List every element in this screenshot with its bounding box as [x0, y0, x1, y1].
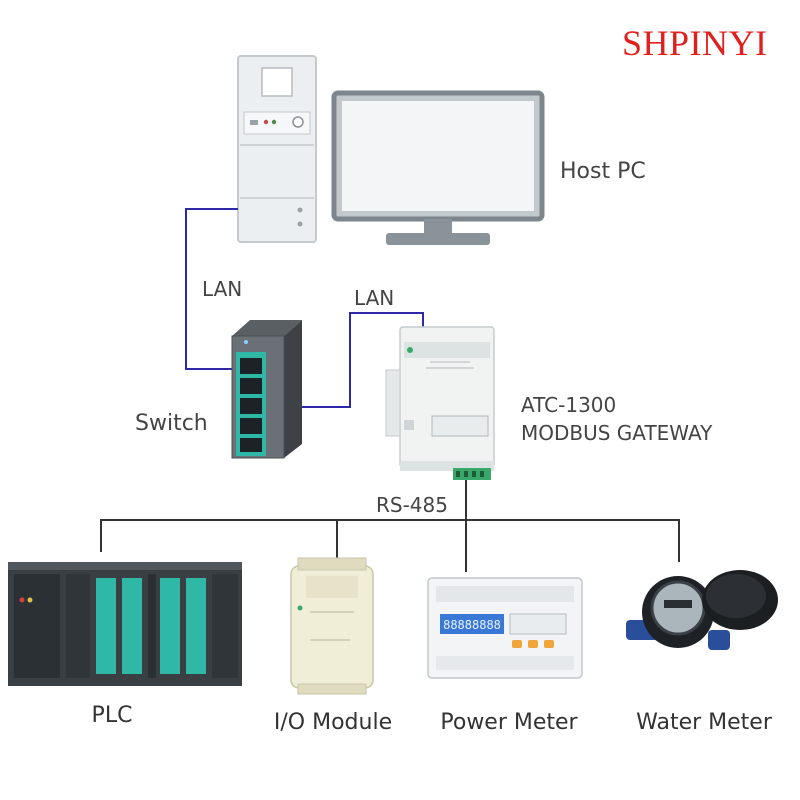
monitor-icon — [331, 90, 545, 245]
switch-device — [231, 320, 302, 459]
gateway-model-label: ATC-1300 — [521, 393, 616, 417]
meter-lcd-text: 88888888 — [443, 618, 501, 632]
gateway-device — [385, 326, 495, 480]
device-label-power-meter: Power Meter — [440, 710, 578, 735]
rs485-bus — [100, 480, 680, 572]
pc-tower — [237, 55, 317, 243]
plc-device — [8, 562, 242, 686]
brand-watermark: SHPINYI — [622, 23, 768, 63]
host-pc-label: Host PC — [560, 159, 646, 184]
water-meter-device — [626, 570, 778, 650]
switch-label: Switch — [135, 411, 208, 436]
device-label-io-module: I/O Module — [274, 710, 392, 735]
lan-label-right: LAN — [354, 286, 394, 310]
io-module-device — [290, 557, 374, 695]
rs485-label: RS-485 — [376, 493, 448, 517]
power-meter-device: 88888888 — [427, 577, 583, 679]
lan-label-left: LAN — [202, 277, 242, 301]
lan-cable-pc — [185, 208, 244, 370]
lan-cable-gateway — [263, 312, 424, 408]
device-label-water-meter: Water Meter — [636, 710, 773, 735]
device-label-plc: PLC — [92, 703, 133, 728]
gateway-type-label: MODBUS GATEWAY — [521, 421, 713, 445]
